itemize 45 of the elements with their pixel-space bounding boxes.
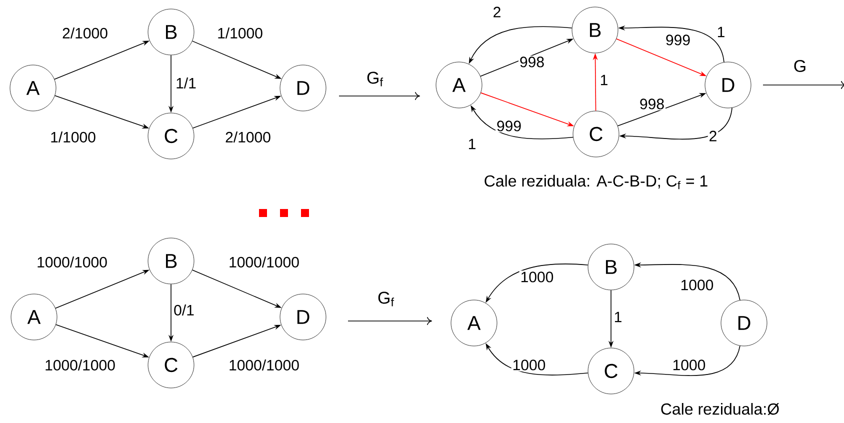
- edge-label: 1: [466, 138, 478, 150]
- circle-node: A: [10, 294, 58, 340]
- circle-node: C: [148, 342, 194, 388]
- edge-label: 1: [716, 26, 726, 38]
- circle-node: C: [588, 348, 634, 394]
- edge-label: 2/1000: [224, 130, 272, 144]
- circle-node: A: [436, 62, 482, 108]
- arrow-label: G$_{f}$: [367, 72, 384, 86]
- edge-label: 2: [492, 6, 502, 18]
- circle-node: D: [280, 294, 326, 340]
- circle-node: D: [704, 62, 752, 108]
- edge-label: 1000/1000: [228, 255, 300, 268]
- edge-label: 998: [518, 56, 546, 68]
- edge-label: 1000/1000: [44, 358, 116, 372]
- edge-label: 1000/1000: [36, 255, 108, 268]
- edge-label: 1/1: [174, 76, 198, 90]
- edge-label: 999: [664, 34, 692, 46]
- circle-node: C: [572, 110, 620, 158]
- edge-label: 1000: [671, 358, 707, 372]
- edge-label: 1/1000: [49, 130, 97, 144]
- circle-node: B: [588, 244, 634, 290]
- circle-node: C: [148, 112, 194, 160]
- caption: Cale reziduala:Ø: [661, 403, 779, 415]
- circle-node: D: [720, 300, 768, 346]
- edge-label: 1000: [511, 358, 547, 372]
- arrow-label: G: [794, 60, 806, 72]
- edge-label: 2: [708, 130, 718, 142]
- edge-label: 1000: [519, 270, 555, 284]
- circle-node: B: [148, 8, 194, 56]
- caption: Cale reziduala: A-C-B-D; C$_{f}$ = 1: [484, 174, 708, 190]
- circle-node: B: [572, 6, 618, 54]
- edge-label: 1: [612, 310, 624, 324]
- edge-label: 1000/1000: [228, 358, 300, 372]
- edge-label: 1: [598, 74, 610, 86]
- circle-node: D: [280, 64, 326, 112]
- edge-label: 0/1: [172, 303, 196, 316]
- edge-label: 2/1000: [61, 26, 109, 40]
- circle-node: A: [450, 300, 498, 346]
- edge-label: 999: [495, 120, 523, 132]
- arrow-label: G$_{f}$: [378, 292, 394, 306]
- circle-node: B: [148, 238, 194, 284]
- edge-label: 998: [638, 98, 666, 110]
- circle-node: A: [10, 64, 56, 112]
- edge-label: 1000: [679, 278, 715, 292]
- edge-label: 1/1000: [216, 26, 264, 40]
